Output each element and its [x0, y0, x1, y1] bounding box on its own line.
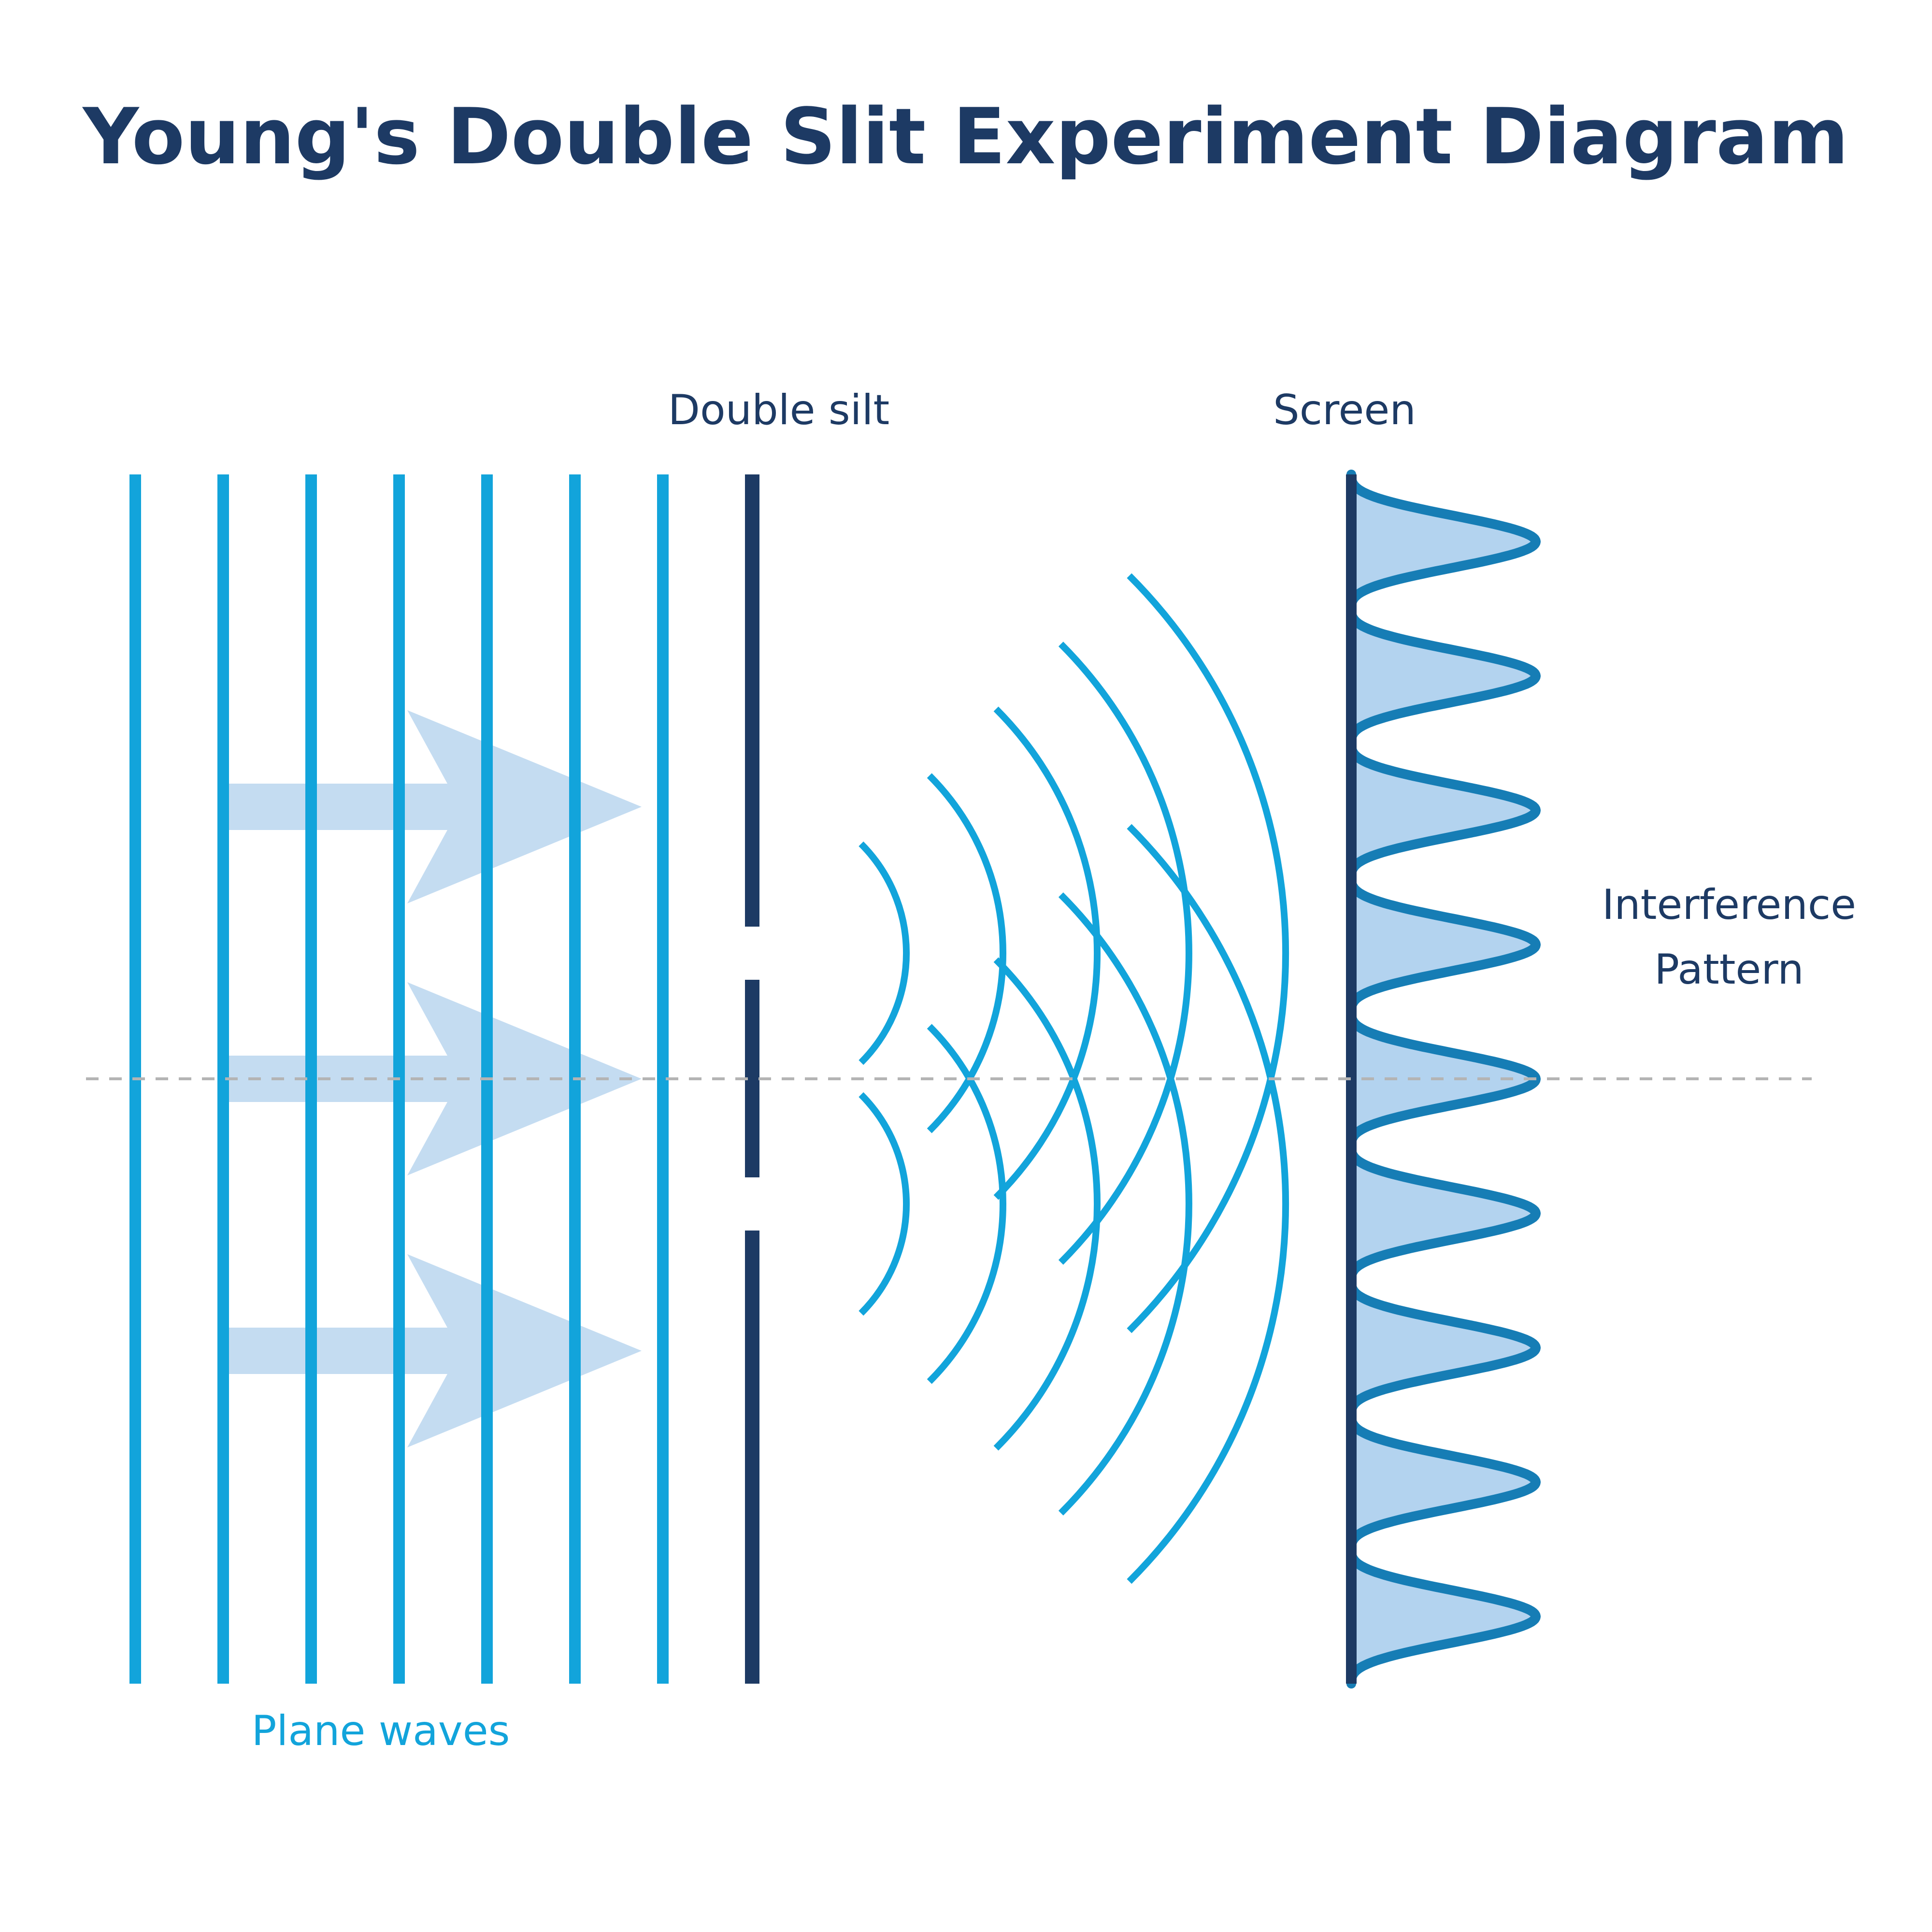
arrow-right-icon [227, 1254, 642, 1447]
screen-label: Screen [1273, 386, 1416, 434]
double-slit-label: Double silt [668, 386, 889, 434]
diagram-title: Young's Double Slit Experiment Diagram [82, 91, 1848, 182]
diffracted-wavefronts [859, 573, 1289, 1584]
lower-slit-wavefront-4 [1058, 892, 1192, 1516]
upper-slit-wavefront-1 [859, 841, 910, 1065]
upper-slit-wavefront-2 [927, 773, 1006, 1133]
lower-slit-wavefront-2 [927, 1024, 1006, 1384]
interference-label-line2: Pattern [1654, 945, 1803, 994]
upper-slit-wavefront-3 [993, 706, 1101, 1200]
lower-slit-wavefront-5 [1127, 824, 1289, 1584]
upper-slit-wavefront-5 [1127, 573, 1289, 1333]
upper-slit-wavefront-4 [1058, 642, 1192, 1265]
lower-slit-wavefront-3 [993, 957, 1101, 1451]
lower-slit-wavefront-1 [859, 1092, 910, 1316]
plane-waves-label: Plane waves [252, 1707, 510, 1755]
interference-label-line1: Interference [1602, 881, 1856, 929]
arrow-right-icon [227, 710, 642, 903]
